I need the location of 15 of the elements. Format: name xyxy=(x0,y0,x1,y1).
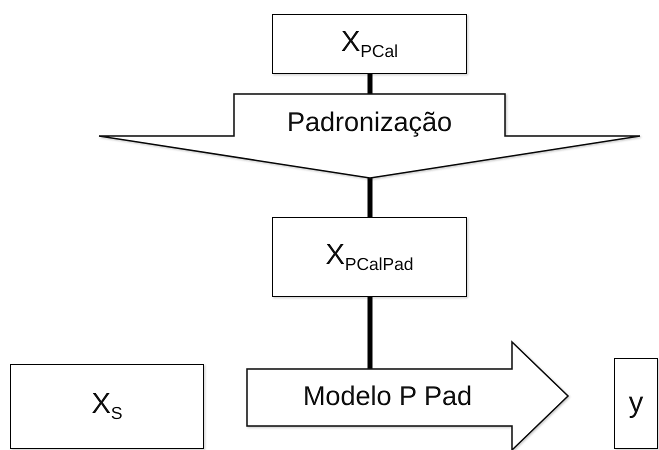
down-block-arrow xyxy=(99,94,640,178)
node-label: y xyxy=(628,389,644,418)
right-block-arrow xyxy=(247,342,568,450)
node-label: X$_{PCalPad}$ xyxy=(326,240,414,274)
node-label: Padronização xyxy=(286,108,452,136)
process-box xyxy=(272,14,467,74)
connector-line xyxy=(368,74,372,94)
process-box xyxy=(10,364,204,449)
process-box xyxy=(614,358,658,449)
process-box xyxy=(272,217,467,297)
node-label: X$_{S}$ xyxy=(92,390,122,423)
node-label: X$_{PCal}$ xyxy=(340,28,398,60)
connector-line xyxy=(368,297,372,369)
node-label: Modelo P Pad xyxy=(302,382,472,410)
connector-line xyxy=(368,178,372,217)
